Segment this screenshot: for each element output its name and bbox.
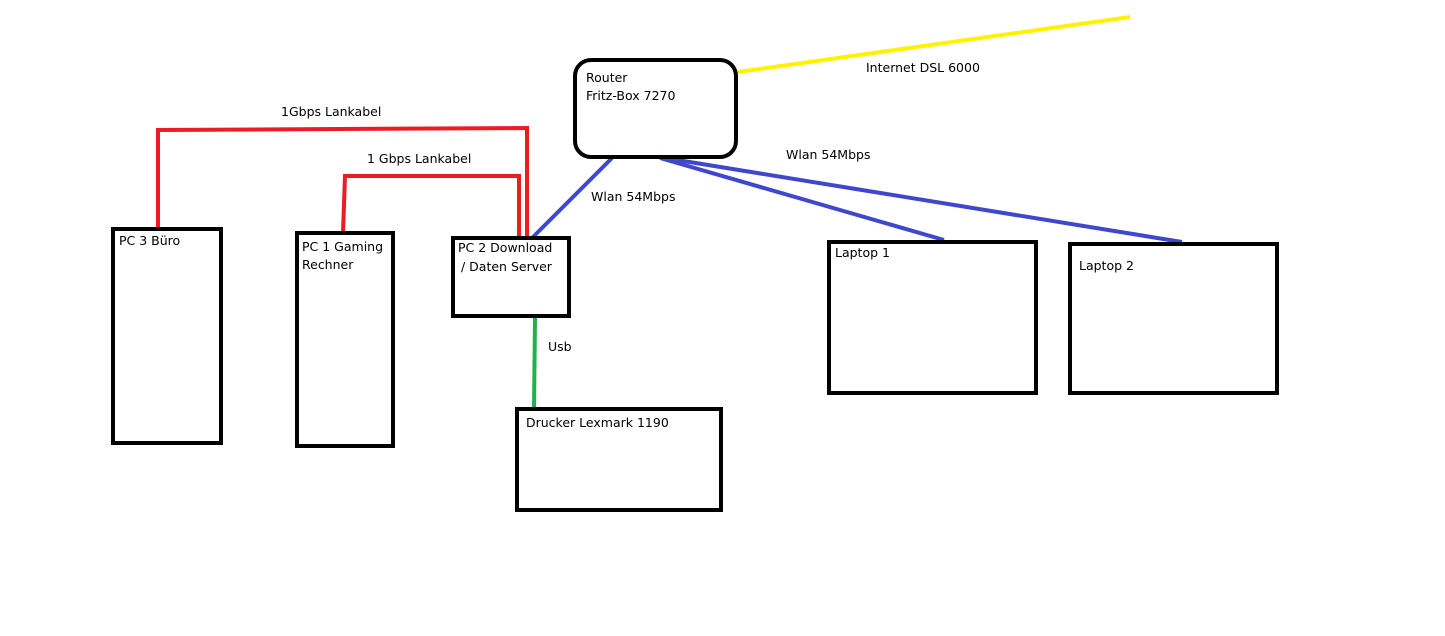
printer-box bbox=[515, 407, 723, 512]
laptop1-box bbox=[827, 240, 1038, 395]
pc1-box bbox=[295, 231, 395, 448]
pc3-box bbox=[111, 227, 223, 445]
connections bbox=[156, 15, 1183, 412]
lan-cable-pc3 bbox=[156, 125, 529, 238]
lan-cable-pc1 bbox=[341, 174, 521, 238]
internet-label: Internet DSL 6000 bbox=[866, 60, 980, 75]
printer-label: Drucker Lexmark 1190 bbox=[526, 415, 669, 430]
lan-pc3-label: 1Gbps Lankabel bbox=[281, 104, 381, 119]
usb-label: Usb bbox=[548, 339, 572, 354]
internet-line bbox=[737, 15, 1131, 74]
pc1-node: PC 1 Gaming Rechner bbox=[295, 231, 395, 448]
router-node: Router Fritz-Box 7270 bbox=[573, 58, 738, 159]
pc2-label-line2: / Daten Server bbox=[461, 259, 553, 274]
laptop1-node: Laptop 1 bbox=[827, 240, 1038, 395]
laptop2-node: Laptop 2 bbox=[1068, 242, 1279, 395]
pc3-node: PC 3 Büro bbox=[111, 227, 223, 445]
pc2-node: PC 2 Download / Daten Server bbox=[451, 236, 571, 318]
laptop1-label: Laptop 1 bbox=[835, 245, 890, 260]
router-label-line2: Fritz-Box 7270 bbox=[586, 88, 675, 103]
router-label-line1: Router bbox=[586, 70, 628, 85]
edge-labels: Internet DSL 6000 1Gbps Lankabel 1 Gbps … bbox=[281, 60, 980, 354]
pc1-label-line2: Rechner bbox=[302, 257, 354, 272]
pc3-label: PC 3 Büro bbox=[119, 233, 180, 248]
wlan-link-laptop2 bbox=[664, 156, 1183, 244]
wlan-link-pc2 bbox=[530, 156, 614, 240]
usb-cable bbox=[532, 317, 537, 412]
pc1-label-line1: PC 1 Gaming bbox=[302, 239, 383, 254]
lan-pc1-label: 1 Gbps Lankabel bbox=[367, 151, 471, 166]
printer-node: Drucker Lexmark 1190 bbox=[515, 407, 723, 512]
wlan-laptops-label: Wlan 54Mbps bbox=[786, 147, 870, 162]
pc2-label-line1: PC 2 Download bbox=[458, 240, 552, 255]
wlan-pc2-label: Wlan 54Mbps bbox=[591, 189, 675, 204]
pc2-box bbox=[451, 236, 571, 318]
laptop2-label: Laptop 2 bbox=[1079, 258, 1134, 273]
laptop2-box bbox=[1068, 242, 1279, 395]
wlan-link-laptop1 bbox=[659, 156, 945, 242]
router-box bbox=[573, 58, 738, 159]
